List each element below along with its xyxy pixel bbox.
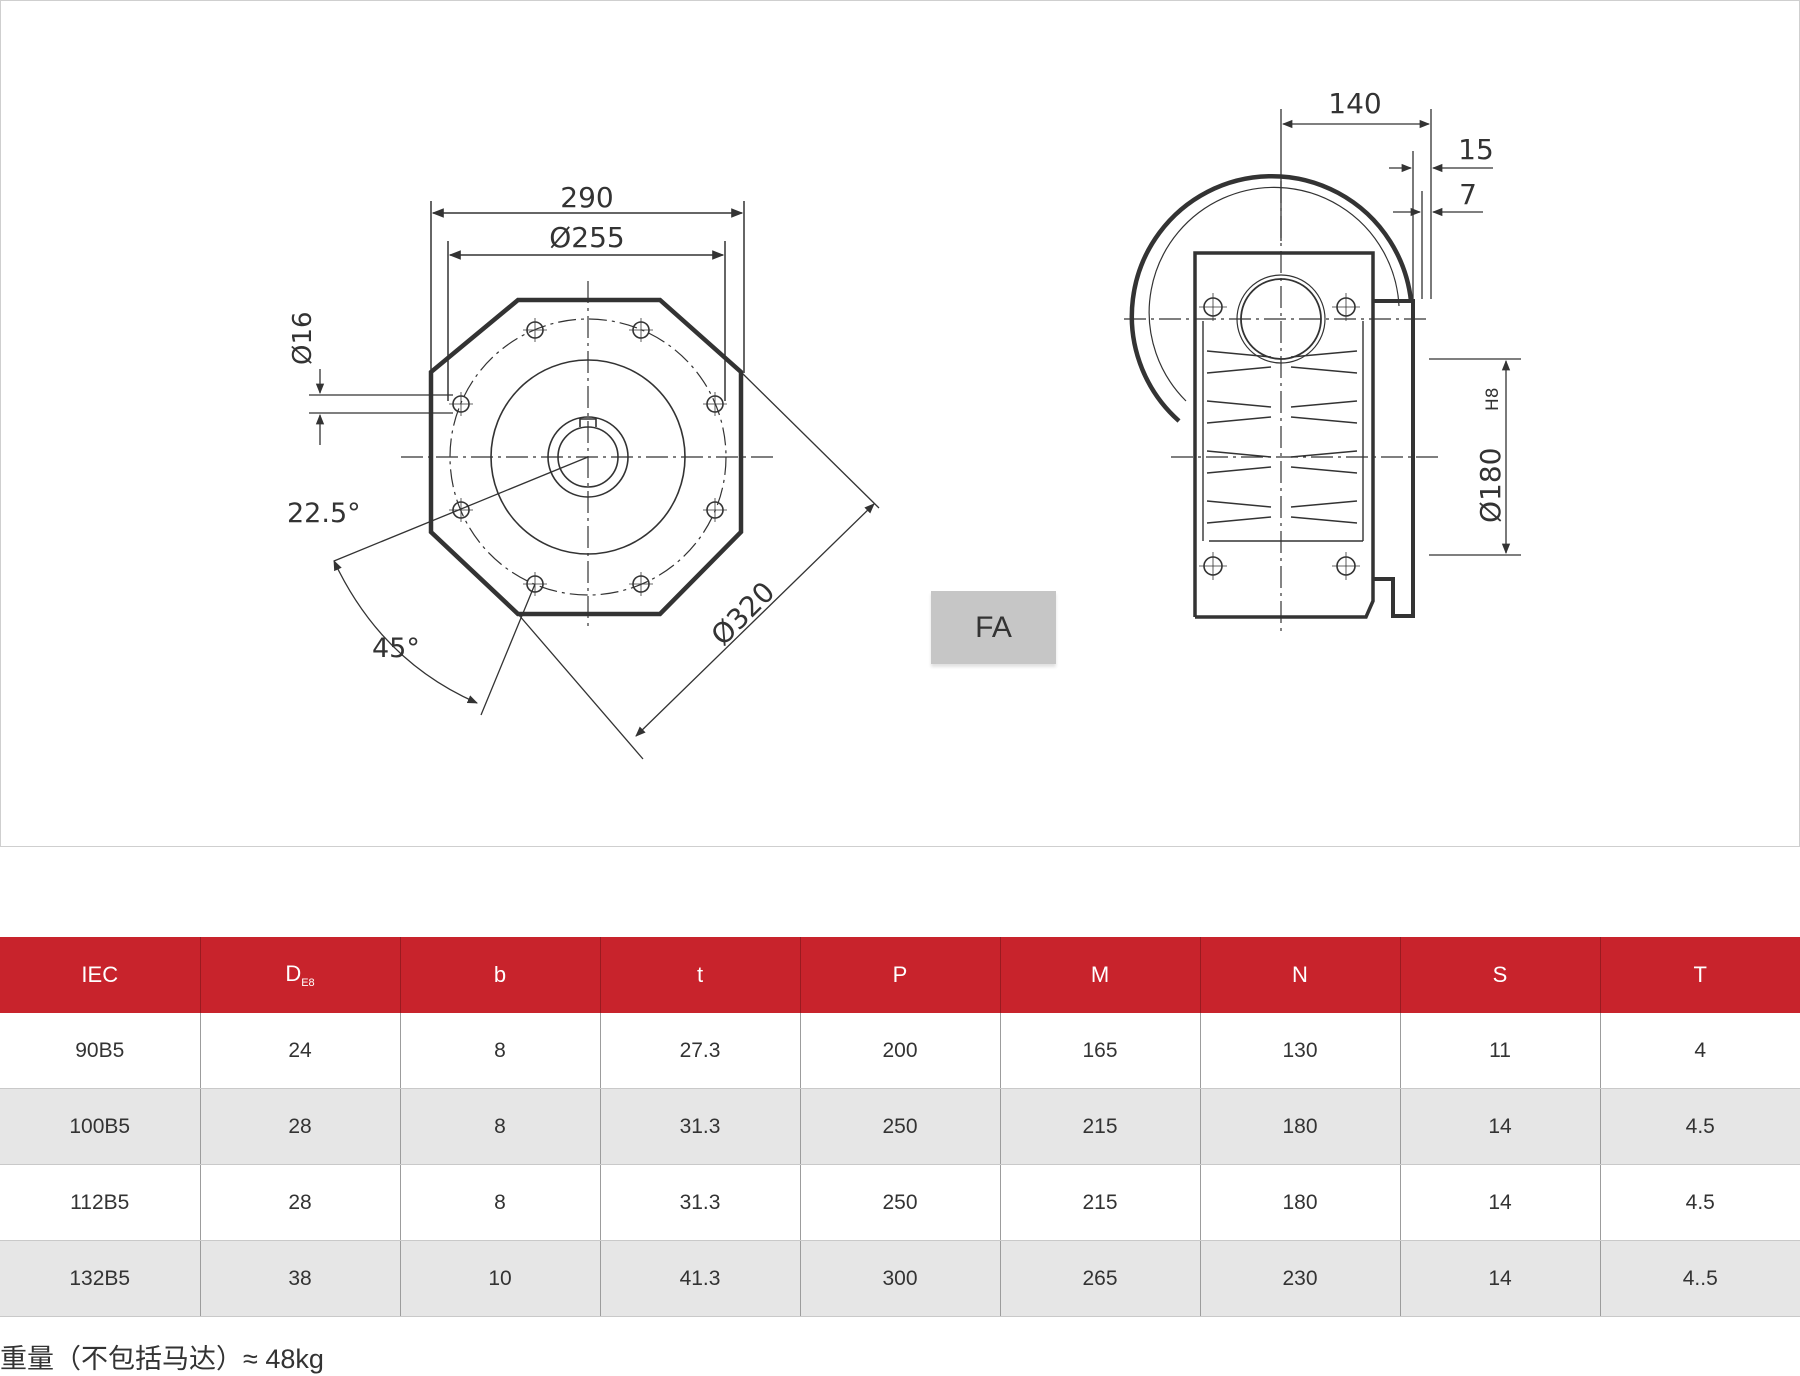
table-cell: 250: [800, 1088, 1001, 1165]
table-cell: 28: [200, 1088, 401, 1165]
table-cell: 4.5: [1600, 1164, 1800, 1241]
table-row: 90B5 24 8 27.3 200 165 130 11 4: [0, 1013, 1800, 1089]
col-header-s: S: [1400, 937, 1601, 1013]
table-cell: 250: [800, 1164, 1001, 1241]
table-cell: 4.5: [1600, 1088, 1800, 1165]
table-cell: 112B5: [0, 1164, 201, 1241]
table-row: 132B5 38 10 41.3 300 265 230 14 4..5: [0, 1240, 1800, 1317]
table-row: 112B5 28 8 31.3 250 215 180 14 4.5: [0, 1164, 1800, 1241]
col-header-t: t: [600, 937, 801, 1013]
front-view: [309, 201, 880, 760]
table-cell: 90B5: [0, 1013, 201, 1089]
table-cell: 8: [400, 1088, 601, 1165]
table-row: 100B5 28 8 31.3 250 215 180 14 4.5: [0, 1088, 1800, 1165]
table-cell: 41.3: [600, 1240, 801, 1317]
dim-spigot-tol-label: H8: [1483, 387, 1503, 411]
table-cell: 165: [1000, 1013, 1201, 1089]
col-header-b: b: [400, 937, 601, 1013]
dim-flange-label: Ø320: [705, 575, 782, 652]
dim-width-label: 290: [560, 181, 613, 214]
table-cell: 24: [200, 1013, 401, 1089]
col-header-p: P: [800, 937, 1001, 1013]
table-cell: 11: [1400, 1013, 1601, 1089]
table-cell: 300: [800, 1240, 1001, 1317]
table-cell: 180: [1200, 1088, 1401, 1165]
table-cell: 100B5: [0, 1088, 201, 1165]
col-header-iec: IEC: [0, 937, 201, 1013]
table-cell: 4..5: [1600, 1240, 1800, 1317]
dim-flange-thickness-label: 15: [1458, 133, 1494, 166]
dim-depth-label: 140: [1328, 87, 1381, 120]
table-cell: 215: [1000, 1164, 1201, 1241]
table-cell: 38: [200, 1240, 401, 1317]
flange-plate: [1373, 299, 1415, 618]
variant-badge: FA: [931, 591, 1056, 664]
table-cell: 265: [1000, 1240, 1201, 1317]
dim-angle-small-label: 22.5°: [287, 498, 361, 529]
dim-hole-label: Ø16: [288, 311, 318, 365]
table-cell: 180: [1200, 1164, 1401, 1241]
housing-arc: [1129, 173, 1414, 423]
dim-spigot-label: 7: [1459, 178, 1477, 211]
table-cell: 27.3: [600, 1013, 801, 1089]
table-cell: 14: [1400, 1164, 1601, 1241]
table-cell: 14: [1400, 1088, 1601, 1165]
col-header-d: DE8: [200, 937, 401, 1013]
side-view: [1124, 109, 1521, 631]
table-cell: 132B5: [0, 1240, 201, 1317]
table-cell: 31.3: [600, 1088, 801, 1165]
dim-spigot-dia-label: Ø180: [1474, 448, 1507, 523]
dim-pcd-label: Ø255: [549, 221, 624, 254]
dimensions-table: IEC DE8 b t P M N S T 90B5 24 8 27.3 200…: [0, 937, 1800, 1317]
table-cell: 31.3: [600, 1164, 801, 1241]
table-cell: 230: [1200, 1240, 1401, 1317]
weight-note: 重量（不包括马达）≈ 48kg: [0, 1344, 324, 1374]
col-header-n: N: [1200, 937, 1401, 1013]
table-cell: 200: [800, 1013, 1001, 1089]
table-header-row: IEC DE8 b t P M N S T: [0, 937, 1800, 1013]
table-cell: 215: [1000, 1088, 1201, 1165]
col-header-m: M: [1000, 937, 1201, 1013]
technical-drawing: 290 Ø255 Ø16 22.5° 45° Ø320: [287, 87, 1521, 760]
table-cell: 4: [1600, 1013, 1800, 1089]
side-view-labels: 140 15 7 Ø180 H8: [1328, 87, 1507, 523]
table-cell: 28: [200, 1164, 401, 1241]
table-cell: 130: [1200, 1013, 1401, 1089]
table-cell: 8: [400, 1013, 601, 1089]
col-header-tt: T: [1600, 937, 1800, 1013]
table-cell: 10: [400, 1240, 601, 1317]
table-cell: 14: [1400, 1240, 1601, 1317]
dim-angle-large-label: 45°: [372, 633, 420, 664]
drawing-panel: 290 Ø255 Ø16 22.5° 45° Ø320: [0, 0, 1800, 847]
table-cell: 8: [400, 1164, 601, 1241]
cooling-fins: [1206, 350, 1358, 524]
